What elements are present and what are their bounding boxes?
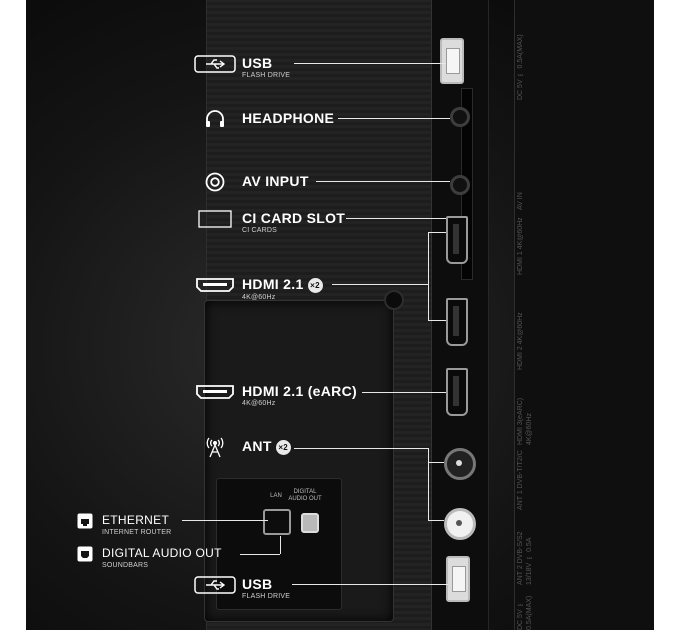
ant-title: ANT: [242, 438, 272, 454]
hdmi-port-2[interactable]: [446, 298, 468, 346]
ci-card-sub: CI CARDS: [242, 227, 278, 234]
hdmi-port-3-earc[interactable]: [446, 368, 468, 416]
leader-ant-v: [428, 448, 429, 520]
leader-hdmi-1: [332, 284, 428, 285]
hdmi-port-1[interactable]: [446, 216, 468, 264]
usb-bottom-sub: FLASH DRIVE: [242, 593, 291, 600]
leader-headphone: [338, 118, 450, 119]
usb-bottom-title: USB: [242, 576, 273, 592]
callout-usb-top: USB FLASH DRIVE: [194, 55, 290, 80]
leader-ant: [294, 448, 428, 449]
leader-ant-h1: [428, 462, 444, 463]
leader-ethernet: [182, 520, 268, 521]
ethernet-icon: [76, 512, 94, 530]
callout-av-input: AV INPUT: [194, 172, 309, 192]
leader-ci-card: [346, 218, 446, 219]
digital-audio-sub: SOUNDBARS: [102, 562, 149, 569]
optical-icon: [76, 545, 94, 563]
hdmi-earc-sub: 4K@60Hz: [242, 400, 276, 407]
hdmi-icon: [194, 276, 236, 294]
antenna-port-2[interactable]: [444, 508, 476, 540]
leader-usb-bottom: [292, 584, 448, 585]
leader-usb-top: [294, 63, 446, 64]
mount-screw: [384, 290, 404, 310]
digital-audio-title: DIGITAL AUDIO OUT: [102, 546, 222, 560]
callout-ethernet: ETHERNET INTERNET ROUTER: [76, 512, 171, 537]
side-label-usb-bottom: DC 5V ⎓ 0.5A(MAX): [517, 595, 533, 630]
ant-badge: ×2: [275, 439, 291, 455]
leader-hdmi-1-v2: [428, 284, 429, 320]
callout-ci-card: CI CARD SLOT CI CARDS: [194, 210, 345, 235]
av-input-icon: [194, 172, 236, 192]
hdmi-earc-icon: [194, 383, 236, 401]
av-input-jack[interactable]: [450, 175, 470, 195]
lan-label: LAN: [270, 493, 282, 499]
callout-headphone: HEADPHONE: [194, 110, 334, 128]
callout-hdmi-earc: HDMI 2.1 (eARC) 4K@60Hz: [194, 383, 357, 408]
callout-hdmi-1: HDMI 2.1×2 4K@60Hz: [194, 276, 323, 302]
side-label-column: DC 5V ⎓ 0.5A(MAX) AV IN HDMI 1 4K@60Hz H…: [516, 10, 556, 630]
callout-digital-audio: DIGITAL AUDIO OUT SOUNDBARS: [76, 545, 222, 570]
usb-top-title: USB: [242, 55, 273, 71]
leader-hdmi-earc: [362, 392, 446, 393]
usb-top-sub: FLASH DRIVE: [242, 72, 291, 79]
leader-digital-audio-v: [280, 536, 281, 554]
hdmi-1-badge: ×2: [307, 277, 323, 293]
usb-icon: [194, 55, 236, 73]
usb-icon: [194, 576, 236, 594]
leader-hdmi-1-h1: [428, 232, 446, 233]
headphone-icon: [194, 110, 236, 128]
hdmi-1-title: HDMI 2.1: [242, 276, 304, 292]
side-label-hdmi2: HDMI 2 4K@60Hz: [517, 312, 524, 370]
leader-ant-h2: [428, 520, 444, 521]
side-label-hdmi3: HDMI 3(eARC) 4K@60Hz: [517, 397, 533, 445]
callout-usb-bottom: USB FLASH DRIVE: [194, 576, 290, 601]
digital-audio-out-label: DIGITAL AUDIO OUT: [288, 489, 322, 502]
leader-digital-audio: [240, 554, 280, 555]
ethernet-sub: INTERNET ROUTER: [102, 529, 172, 536]
antenna-port-1[interactable]: [444, 448, 476, 480]
av-input-title: AV INPUT: [242, 173, 309, 189]
ethernet-port[interactable]: [263, 509, 291, 535]
side-label-av-in: AV IN: [517, 192, 524, 210]
right-side-panel: [514, 0, 654, 630]
bottom-connector-box: LAN DIGITAL AUDIO OUT: [216, 478, 342, 610]
headphone-title: HEADPHONE: [242, 110, 335, 126]
callout-ant: ANT×2: [194, 437, 291, 458]
leader-av-input: [316, 181, 450, 182]
headphone-jack[interactable]: [450, 107, 470, 127]
leader-hdmi-1-h2: [428, 320, 446, 321]
tv-back-panel-scene: LAN DIGITAL AUDIO OUT DC 5V ⎓ 0.5A(MAX) …: [26, 0, 654, 630]
leader-hdmi-1-v1: [428, 232, 429, 284]
optical-port[interactable]: [301, 513, 319, 533]
ethernet-title: ETHERNET: [102, 513, 170, 527]
side-label-ant1: ANT 1 DVB-T/T2/C: [517, 450, 524, 510]
antenna-icon: [194, 437, 236, 458]
hdmi-earc-title: HDMI 2.1 (eARC): [242, 383, 357, 399]
usb-port-bottom[interactable]: [446, 556, 470, 602]
ci-card-title: CI CARD SLOT: [242, 210, 346, 226]
side-label-usb-top: DC 5V ⎓ 0.5A(MAX): [517, 34, 524, 100]
card-slot-icon: [194, 210, 236, 228]
usb-port-top[interactable]: [440, 38, 464, 84]
hdmi-1-sub: 4K@60Hz: [242, 293, 276, 301]
side-label-hdmi1: HDMI 1 4K@60Hz: [517, 217, 524, 275]
